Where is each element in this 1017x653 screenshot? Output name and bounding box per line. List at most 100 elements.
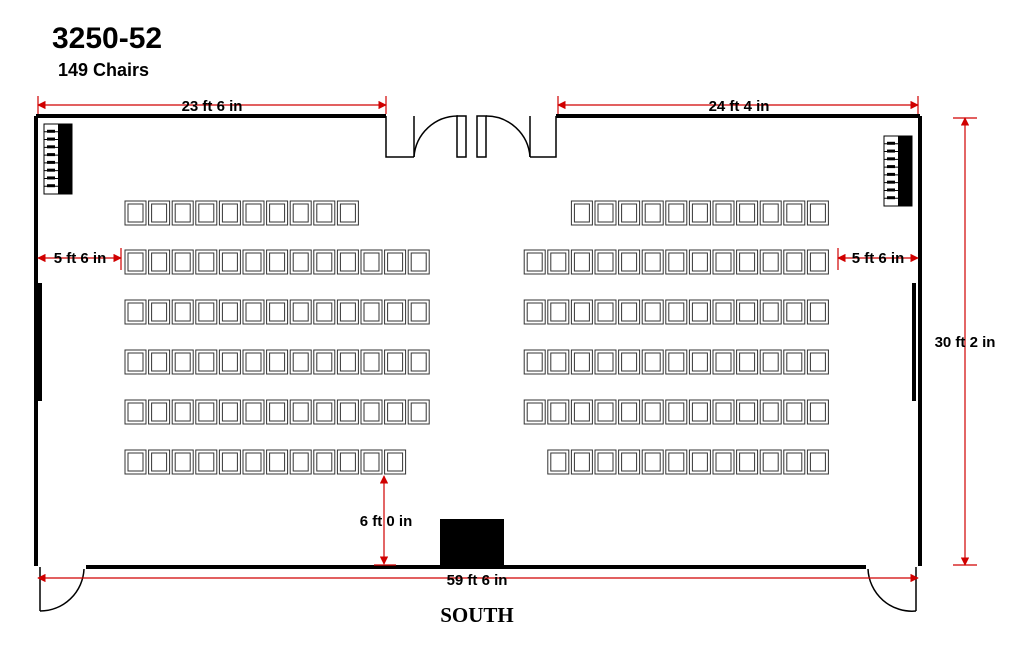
- chair: [195, 299, 218, 325]
- chair: [407, 249, 430, 275]
- chair: [688, 200, 711, 226]
- chair: [594, 449, 617, 475]
- bottom-right-door[interactable]: [867, 567, 917, 612]
- chair: [124, 449, 147, 475]
- chair: [688, 449, 711, 475]
- chair: [266, 349, 289, 375]
- chair: [594, 299, 617, 325]
- chair: [360, 349, 383, 375]
- chair: [384, 399, 407, 425]
- chair: [547, 299, 570, 325]
- chair: [242, 249, 265, 275]
- chair: [313, 200, 336, 226]
- chair: [360, 249, 383, 275]
- chair: [523, 299, 546, 325]
- chair: [266, 200, 289, 226]
- chair: [242, 349, 265, 375]
- chair: [313, 449, 336, 475]
- podium-icon: [440, 519, 504, 565]
- chair: [171, 349, 194, 375]
- chair: [195, 399, 218, 425]
- chair: [336, 299, 359, 325]
- chair: [523, 399, 546, 425]
- chair: [547, 249, 570, 275]
- room-name: 3250-52: [52, 22, 162, 55]
- chair: [171, 249, 194, 275]
- dim-front-gap-label: 6 ft 0 in: [360, 513, 413, 530]
- chair: [688, 349, 711, 375]
- chair: [148, 200, 171, 226]
- chair: [218, 249, 241, 275]
- chair: [313, 349, 336, 375]
- chair: [783, 349, 806, 375]
- piano-icon: [43, 123, 73, 195]
- chair: [289, 349, 312, 375]
- dimension-lines: [37, 96, 977, 583]
- chair: [570, 449, 593, 475]
- chair: [736, 200, 759, 226]
- chair: [759, 249, 782, 275]
- dim-right-aisle-label: 5 ft 6 in: [852, 250, 905, 267]
- right-window: [912, 283, 916, 401]
- chair: [384, 299, 407, 325]
- chair: [570, 299, 593, 325]
- walls: [34, 114, 922, 569]
- chair: [242, 449, 265, 475]
- chair: [242, 399, 265, 425]
- chair: [783, 200, 806, 226]
- top-entrance-doors[interactable]: [385, 115, 557, 158]
- chair: [523, 349, 546, 375]
- chair: [289, 399, 312, 425]
- chair: [736, 349, 759, 375]
- chair: [218, 349, 241, 375]
- chair: [618, 449, 641, 475]
- chair: [759, 200, 782, 226]
- chair: [712, 249, 735, 275]
- chair: [218, 200, 241, 226]
- chair: [712, 449, 735, 475]
- dim-top-left-label: 23 ft 6 in: [182, 98, 243, 115]
- bottom-left-door[interactable]: [39, 567, 85, 612]
- chair: [171, 399, 194, 425]
- chair: [570, 349, 593, 375]
- chair: [688, 299, 711, 325]
- chair: [313, 399, 336, 425]
- chair: [124, 200, 147, 226]
- chair: [736, 449, 759, 475]
- chair: [547, 399, 570, 425]
- chair: [289, 299, 312, 325]
- chair: [806, 399, 829, 425]
- chair: [641, 349, 664, 375]
- chair: [242, 200, 265, 226]
- chair: [289, 200, 312, 226]
- chair: [289, 449, 312, 475]
- chair: [195, 449, 218, 475]
- chair: [570, 399, 593, 425]
- chair: [736, 399, 759, 425]
- chair: [171, 299, 194, 325]
- chair: [594, 349, 617, 375]
- chair: [665, 299, 688, 325]
- chair: [641, 299, 664, 325]
- chair: [783, 399, 806, 425]
- chair: [313, 249, 336, 275]
- chair: [759, 299, 782, 325]
- chair: [336, 449, 359, 475]
- chair: [570, 200, 593, 226]
- chair: [806, 349, 829, 375]
- dim-left-aisle-label: 5 ft 6 in: [54, 250, 107, 267]
- seating-area: [124, 200, 829, 475]
- chair: [759, 349, 782, 375]
- chair: [242, 299, 265, 325]
- chair: [806, 249, 829, 275]
- chair: [360, 449, 383, 475]
- chair: [665, 200, 688, 226]
- chair: [336, 200, 359, 226]
- chair: [665, 249, 688, 275]
- chair: [783, 249, 806, 275]
- chair: [195, 249, 218, 275]
- chair: [266, 249, 289, 275]
- chair: [523, 249, 546, 275]
- chair: [171, 449, 194, 475]
- chair: [148, 399, 171, 425]
